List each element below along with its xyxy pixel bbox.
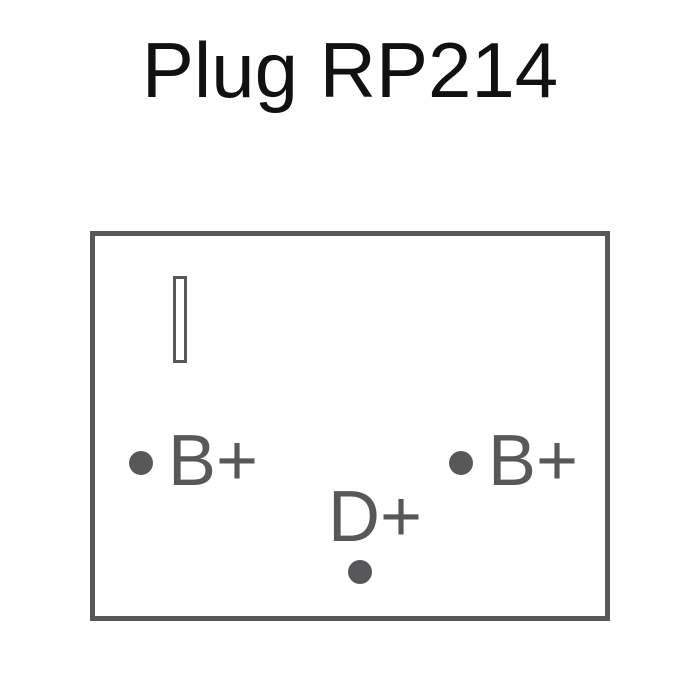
diagram-title: Plug RP214: [141, 26, 559, 114]
terminal-label-left: B+: [168, 421, 259, 501]
terminal-pin-bottom: [348, 560, 372, 584]
terminal-label-bottom: D+: [328, 477, 423, 557]
terminal-pin-left: [129, 451, 153, 475]
blade-slot: [173, 276, 187, 363]
terminal-label-right: B+: [488, 421, 579, 501]
terminal-pin-right: [449, 451, 473, 475]
